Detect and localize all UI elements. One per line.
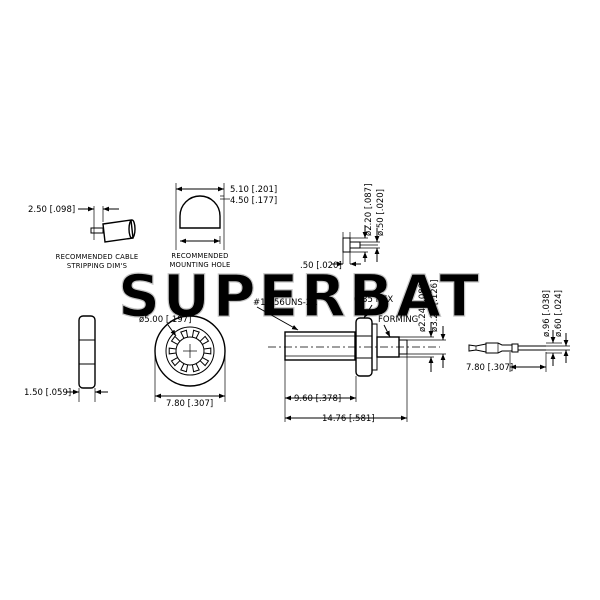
- overall-length-label: 14.76 [.581]: [322, 414, 375, 424]
- washer-tooth: [191, 329, 200, 339]
- forming-label: FORMING: [378, 315, 418, 325]
- crimp-dia-inner-label: ø3.20 [.126]: [430, 280, 440, 332]
- hole-width-label: 5.10 [.201]: [230, 185, 277, 195]
- strip-length-label: 2.50 [.098]: [28, 205, 75, 215]
- crimp-dia-outer-label: ø2.24 [.088]: [418, 280, 428, 332]
- contact-length-label: 7.80 [.307]: [466, 363, 513, 373]
- cable-caption-line1: RECOMMENDED CABLE: [56, 253, 139, 261]
- pin-dia-outer-label: ø2.20 [.087]: [364, 184, 374, 236]
- washer-tooth: [199, 357, 210, 367]
- hole-caption-line1: RECOMMENDED: [171, 252, 228, 260]
- thread-length-label: 9.60 [.378]: [294, 394, 341, 404]
- washer-tooth: [199, 335, 210, 345]
- thread-spec-label: #10-56UNS-2A: [253, 298, 317, 308]
- mounting-hole-shape: [179, 195, 221, 229]
- hex-size-label: 6.35 HEX: [354, 295, 393, 305]
- cable-stripping-detail: 2.50 [.098] RECOMMENDED CABLE STRIPPING …: [28, 205, 138, 270]
- lock-washer-front-view: 7.80 [.307] ø5.00 [.197]: [139, 315, 226, 409]
- washer-dia-label: ø5.00 [.197]: [139, 315, 191, 325]
- connector-side-view: #10-56UNS-2A 6.35 HEX FORMING ø2.24 [.08…: [253, 280, 446, 424]
- cable-caption-line2: STRIPPING DIM'S: [67, 262, 127, 270]
- washer-tooth: [170, 335, 181, 345]
- washer-tooth: [180, 329, 189, 339]
- washer-tooth: [203, 347, 212, 355]
- contact-dia-outer-label: ø.96 [.038]: [542, 290, 552, 337]
- hex-nut-side-view: 1.50 [.059]: [24, 315, 108, 402]
- nut-thickness-label: 1.50 [.059]: [24, 388, 71, 398]
- washer-width-label: 7.80 [.307]: [166, 399, 213, 409]
- washer-tooth: [168, 347, 177, 355]
- hole-flat-label: 4.50 [.177]: [230, 196, 277, 206]
- pin-detail: .50 [.020] ø2.20 [.087] ø.50 [.020]: [300, 184, 386, 271]
- washer-tooth: [191, 363, 200, 373]
- washer-tooth: [180, 363, 189, 373]
- contact-dia-inner-label: ø.60 [.024]: [554, 290, 564, 337]
- pin-dia-inner-label: ø.50 [.020]: [376, 189, 386, 236]
- hole-caption-line2: MOUNTING HOLE: [169, 261, 230, 269]
- pin-gap-label: .50 [.020]: [300, 261, 342, 271]
- center-contact-detail: ø.96 [.038] ø.60 [.024] 7.80 [.307]: [466, 290, 570, 373]
- washer-tooth: [170, 357, 181, 367]
- mounting-hole-detail: 5.10 [.201] 4.50 [.177] RECOMMENDED MOUN…: [169, 183, 277, 269]
